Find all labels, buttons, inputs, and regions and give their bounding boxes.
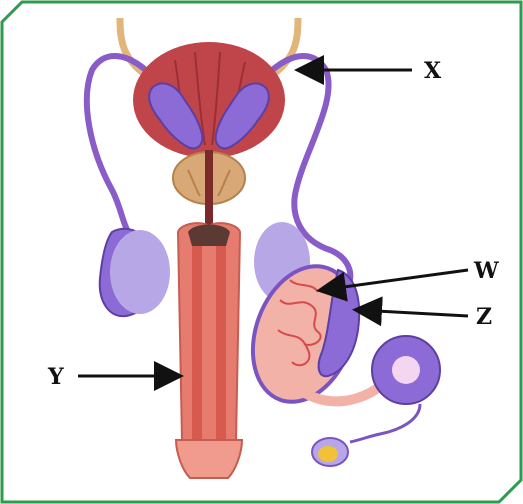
left-testis <box>110 230 170 314</box>
label-x: X <box>424 58 442 84</box>
urethra-upper <box>205 150 213 230</box>
tubule-lumen <box>392 356 420 384</box>
label-w: W <box>473 258 499 284</box>
corpus-cavernosum-right <box>216 240 226 440</box>
label-z: Z <box>476 304 492 330</box>
corpus-cavernosum-left <box>192 240 202 440</box>
penis-bulb <box>188 225 230 247</box>
label-y: Y <box>47 364 64 390</box>
sperm-nucleus <box>318 446 338 462</box>
penis-shaft <box>178 223 240 449</box>
glans <box>176 440 242 478</box>
